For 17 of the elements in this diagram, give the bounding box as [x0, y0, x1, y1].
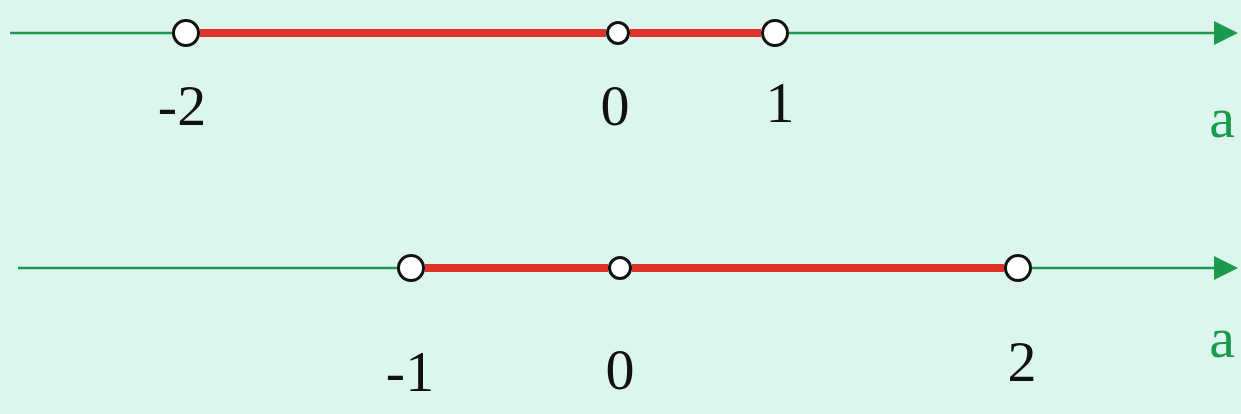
open-point	[608, 256, 632, 280]
open-point	[1004, 254, 1032, 282]
interval-segment	[425, 264, 608, 272]
open-point	[397, 254, 425, 282]
axis-label: a	[1209, 309, 1235, 367]
open-point	[761, 19, 789, 47]
tick-label: 2	[1007, 333, 1037, 391]
interval-segment	[630, 29, 761, 37]
tick-label: 0	[600, 77, 630, 135]
axis-label: a	[1209, 89, 1235, 147]
tick-label: 0	[605, 341, 635, 399]
tick-label: 1	[765, 74, 795, 132]
tick-label: -1	[385, 343, 435, 401]
interval-segment	[632, 264, 1004, 272]
open-point	[606, 21, 630, 45]
tick-label: -2	[157, 77, 207, 135]
open-point	[172, 19, 200, 47]
